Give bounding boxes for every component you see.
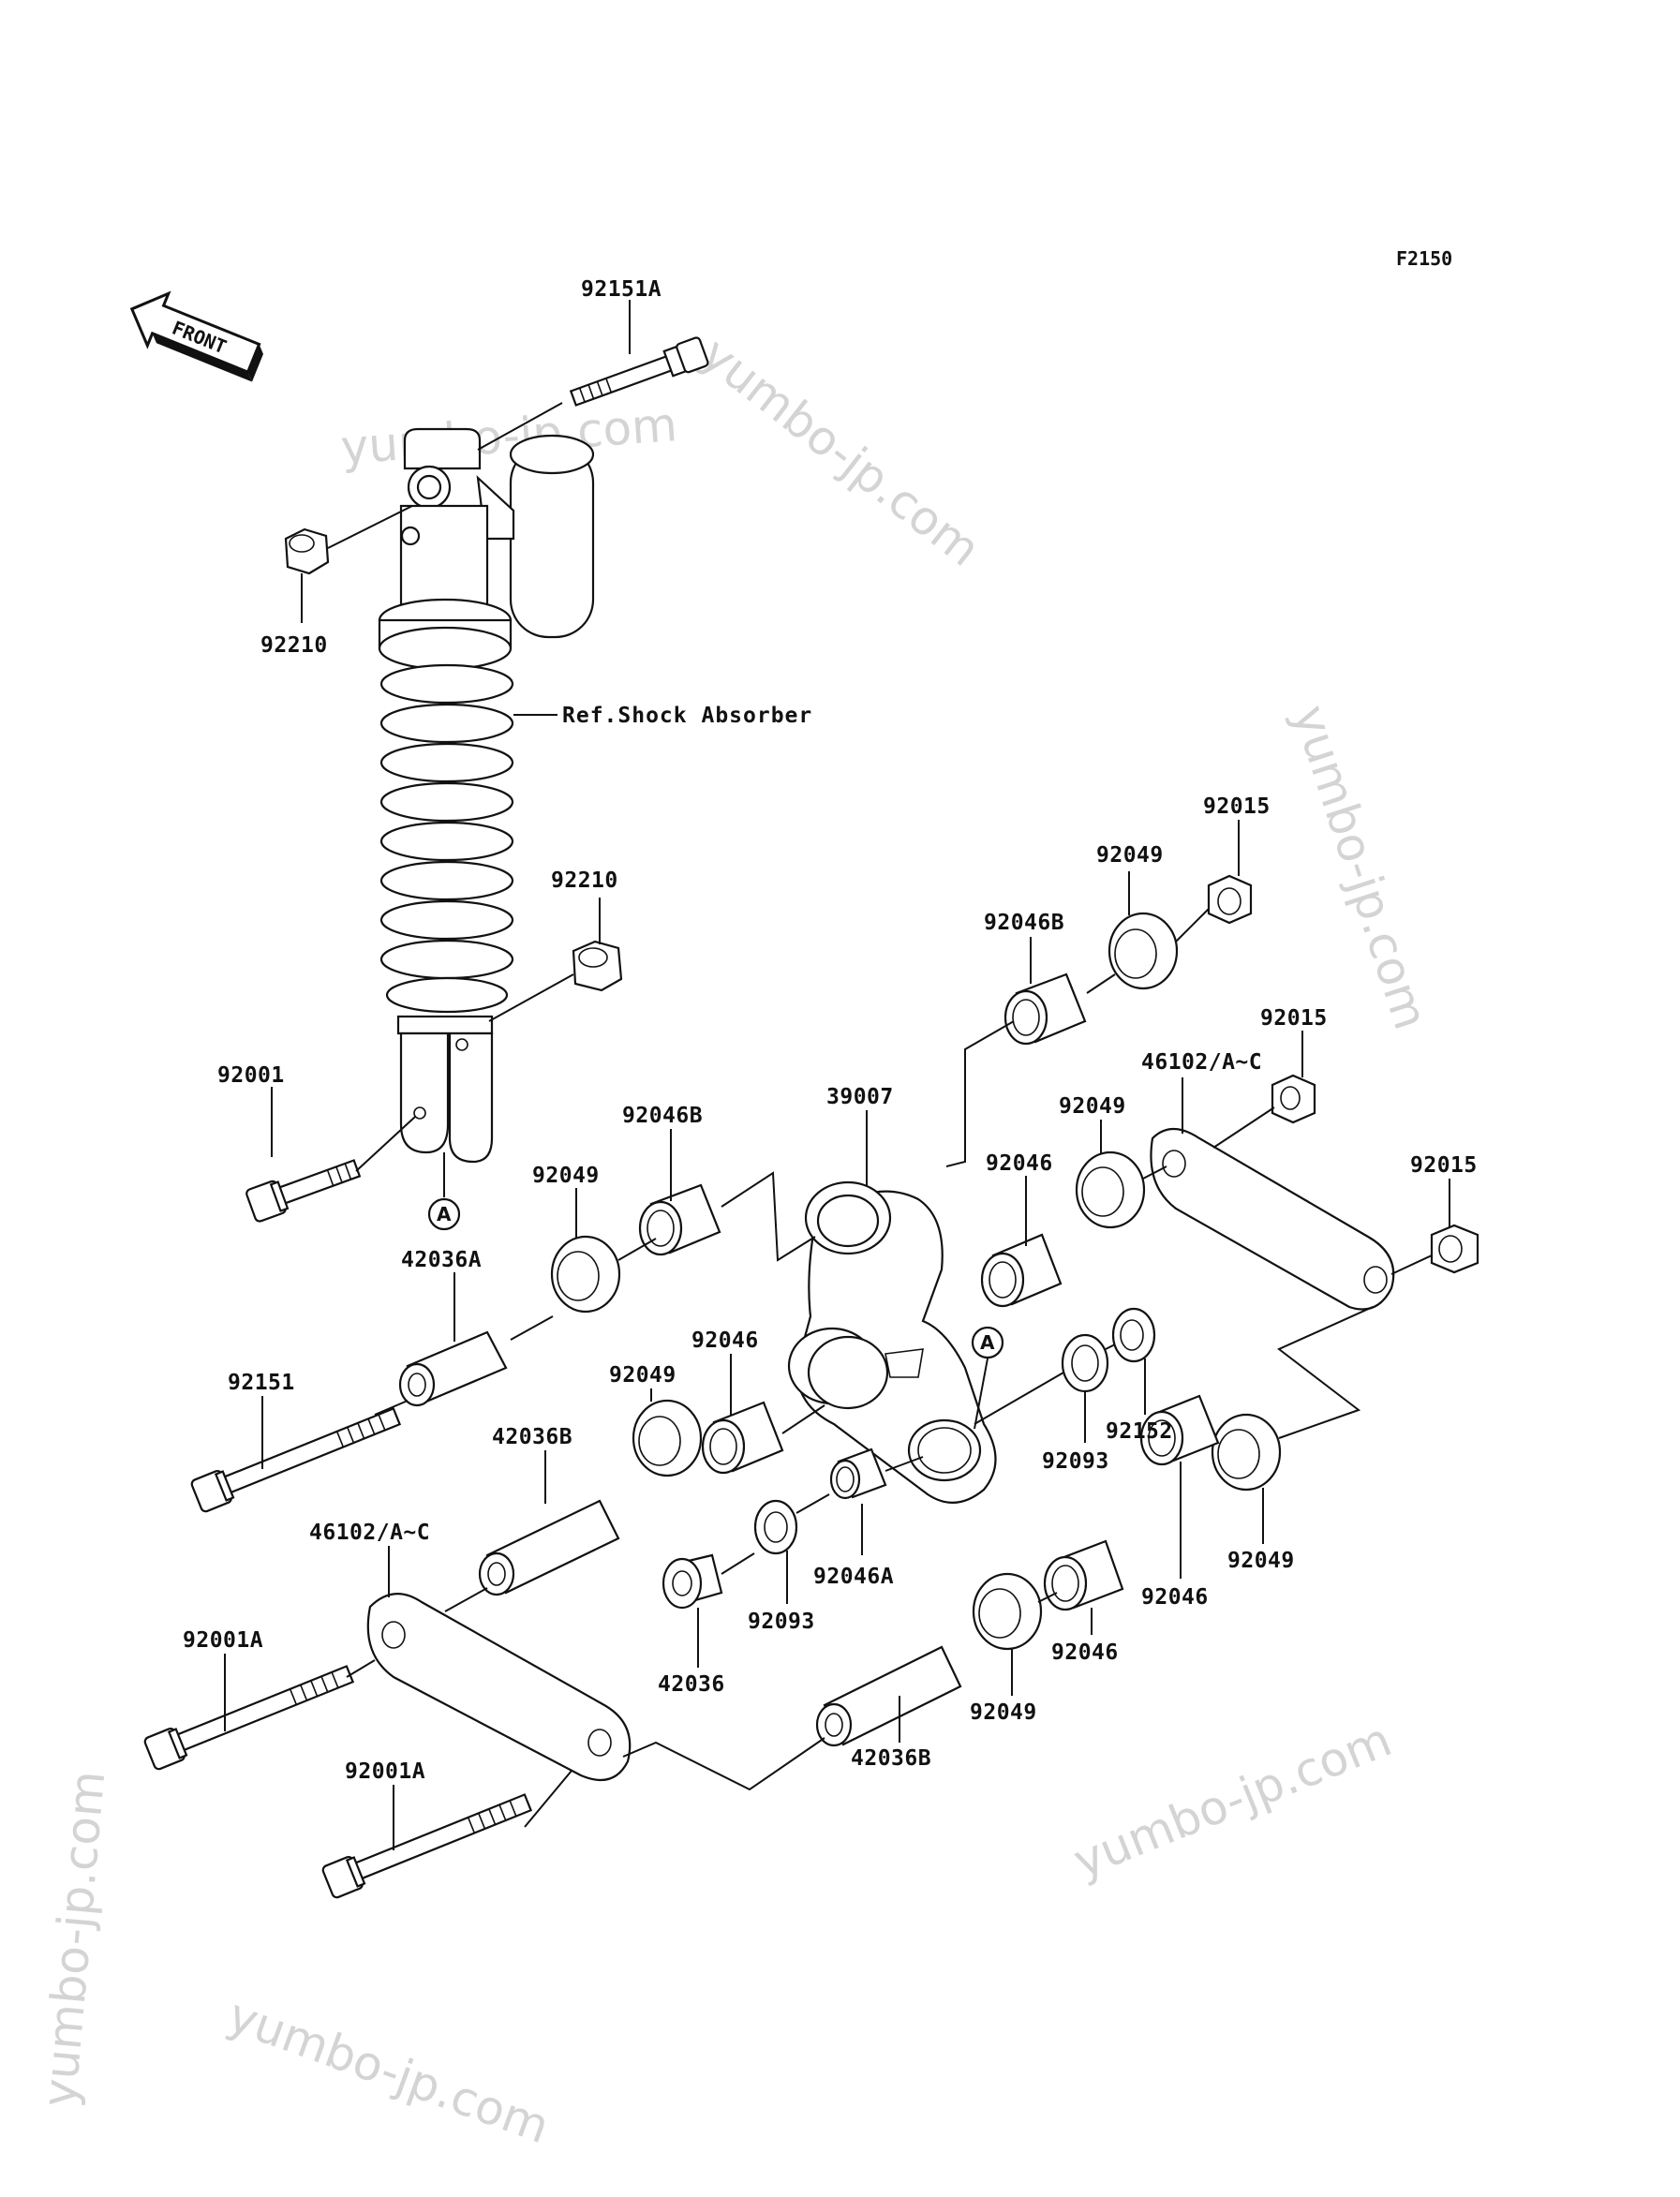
bolt-92151A bbox=[569, 336, 709, 407]
label-92015-b: 92015 bbox=[1260, 1006, 1328, 1031]
watermarks: yumbo-jp.com yumbo-jp.com yumbo-jp.com y… bbox=[32, 327, 1438, 2155]
label-92049-c: 92049 bbox=[532, 1164, 600, 1188]
front-arrow-icon: FRONT bbox=[129, 290, 263, 382]
bolt-92151 bbox=[190, 1407, 402, 1513]
tie-rod-46102-lower bbox=[366, 1593, 632, 1782]
label-92093-b: 92093 bbox=[748, 1610, 815, 1634]
watermark-3: yumbo-jp.com bbox=[1283, 699, 1438, 1036]
label-92152: 92152 bbox=[1106, 1419, 1173, 1444]
label-92151: 92151 bbox=[228, 1371, 295, 1395]
nut-92210-mid bbox=[572, 940, 623, 992]
bearing-92046-d bbox=[1043, 1539, 1124, 1611]
bearing-92046-c bbox=[1139, 1394, 1220, 1466]
marker-a-left bbox=[427, 1197, 461, 1231]
label-46102-a: 46102/A~C bbox=[1141, 1050, 1262, 1075]
label-92046-c: 92046 bbox=[1141, 1585, 1209, 1610]
collar-92015-c bbox=[1430, 1224, 1479, 1274]
label-46102-b: 46102/A~C bbox=[309, 1521, 430, 1545]
sleeve-42036B-a bbox=[478, 1499, 620, 1596]
label-92046-b: 92046 bbox=[691, 1329, 759, 1353]
label-92001A-b: 92001A bbox=[345, 1759, 425, 1784]
label-92046B-a: 92046B bbox=[984, 911, 1064, 935]
sleeve-42036A bbox=[398, 1330, 508, 1407]
seal-92049-b bbox=[1075, 1150, 1146, 1229]
label-92093-a: 92093 bbox=[1042, 1449, 1109, 1474]
label-92049-d: 92049 bbox=[609, 1363, 676, 1388]
label-92046-d: 92046 bbox=[1051, 1640, 1119, 1665]
bolt-92001A-b bbox=[321, 1793, 533, 1899]
bolt-92001 bbox=[245, 1159, 362, 1223]
label-92049-f: 92049 bbox=[970, 1700, 1037, 1725]
label-92001: 92001 bbox=[217, 1063, 285, 1088]
washer-92093-b bbox=[753, 1499, 798, 1555]
seal-92049-c bbox=[550, 1235, 621, 1314]
figure-code: F2150 bbox=[1396, 247, 1452, 270]
collar-42036 bbox=[662, 1553, 723, 1610]
watermark-4: yumbo-jp.com bbox=[1066, 1713, 1399, 1889]
bearing-92046-a bbox=[980, 1233, 1063, 1308]
watermark-5: yumbo-jp.com bbox=[32, 1769, 115, 2109]
label-92049-e: 92049 bbox=[1227, 1549, 1295, 1573]
bolt-92001A-a bbox=[143, 1665, 355, 1771]
leader-lines bbox=[224, 300, 1450, 1850]
part-labels: 92151A 92210 Ref.Shock Absorber 92210 92… bbox=[183, 277, 1478, 1784]
watermark-6: yumbo-jp.com bbox=[221, 1988, 557, 2154]
marker-a-right bbox=[971, 1326, 1004, 1359]
label-42036A: 42036A bbox=[401, 1248, 482, 1272]
label-92001A-a: 92001A bbox=[183, 1628, 263, 1653]
spring bbox=[379, 663, 514, 1014]
label-42036: 42036 bbox=[658, 1672, 725, 1697]
washer-92152 bbox=[1111, 1307, 1156, 1363]
nut-92210-top bbox=[284, 527, 330, 575]
label-92210-mid: 92210 bbox=[551, 868, 618, 893]
seal-92049-d bbox=[632, 1399, 703, 1477]
seal-92049-e bbox=[1211, 1413, 1282, 1492]
watermark-1: yumbo-jp.com bbox=[339, 397, 679, 475]
label-92015-c: 92015 bbox=[1410, 1153, 1478, 1178]
sleeve-42036B-b bbox=[815, 1645, 962, 1747]
rocker-arm-39007 bbox=[787, 1180, 997, 1504]
label-92046-a: 92046 bbox=[986, 1151, 1053, 1176]
marker-a-left-label: A bbox=[437, 1203, 452, 1225]
bearing-92046-b bbox=[701, 1401, 784, 1475]
collar-92015-a bbox=[1207, 874, 1253, 925]
label-92049-a: 92049 bbox=[1096, 843, 1164, 868]
label-92046A: 92046A bbox=[813, 1565, 894, 1589]
label-39007: 39007 bbox=[826, 1085, 894, 1109]
washer-92093-a bbox=[1061, 1333, 1109, 1393]
collar-92015-b bbox=[1271, 1074, 1316, 1124]
watermark-2: yumbo-jp.com bbox=[691, 327, 990, 577]
bearing-92046B-a bbox=[1004, 972, 1087, 1046]
label-42036B-a: 42036B bbox=[492, 1425, 572, 1449]
bearing-92046B-b bbox=[638, 1183, 721, 1256]
label-92151A: 92151A bbox=[581, 277, 662, 302]
label-92210-top: 92210 bbox=[260, 633, 328, 658]
marker-a-right-label: A bbox=[980, 1331, 995, 1354]
label-92049-b: 92049 bbox=[1059, 1094, 1126, 1119]
tie-rod-46102-upper bbox=[1150, 1127, 1395, 1311]
bearing-92046A bbox=[829, 1447, 887, 1500]
shock-absorber bbox=[378, 427, 595, 1164]
seal-92049-f bbox=[972, 1572, 1043, 1651]
label-92046B-b: 92046B bbox=[622, 1104, 703, 1128]
label-ref-shock-absorber: Ref.Shock Absorber bbox=[562, 704, 812, 728]
label-42036B-b: 42036B bbox=[851, 1746, 931, 1771]
seal-92049-a bbox=[1108, 912, 1179, 990]
label-92015-a: 92015 bbox=[1203, 794, 1271, 819]
